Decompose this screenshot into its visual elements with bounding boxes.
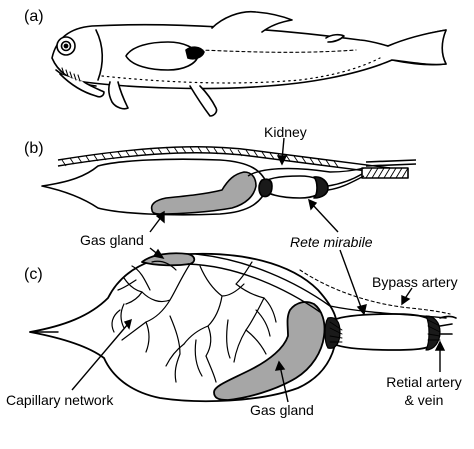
fish-opercle <box>95 29 104 81</box>
kidney-label: Kidney <box>264 124 307 140</box>
rete-c-leader <box>339 249 363 311</box>
rete-c-vessel-lines <box>329 319 441 343</box>
vessel-b-2 <box>327 175 365 191</box>
fish-illustration <box>51 10 447 117</box>
kidney-arrow <box>276 155 288 166</box>
gas-gland-b <box>150 171 257 215</box>
bypass-artery-outer <box>195 253 447 319</box>
gas-gland-c-leader <box>279 365 289 403</box>
capillary-arrow <box>123 318 132 330</box>
bypass-artery-label: Bypass artery <box>372 274 458 290</box>
capillary-network-label: Capillary network <box>6 392 114 408</box>
fish-lower-jaw <box>59 73 105 98</box>
gas-gland-c-label: Gas gland <box>250 402 314 418</box>
bypass-artery-dashed <box>299 269 451 315</box>
panel-b-bladder <box>41 146 417 216</box>
caudal-fin <box>387 29 447 66</box>
retial-arrow <box>434 340 446 351</box>
capillary-leader <box>71 323 129 391</box>
vessel-b-3 <box>247 167 365 177</box>
pectoral-fin <box>107 81 129 110</box>
retial-artery-label-line1: Retial artery <box>386 374 462 390</box>
rete-c-body <box>333 313 433 351</box>
duct-block <box>361 167 409 179</box>
gas-gland-c-arrow <box>274 360 286 371</box>
gas-gland-b-label: Gas gland <box>80 232 144 248</box>
pelvic-fin <box>189 85 218 117</box>
dorsal-fin <box>211 10 293 33</box>
rete-mirabile-label: Rete mirabile <box>290 234 373 250</box>
gas-gland-c-top-arrow <box>152 248 165 260</box>
panel-label-b: (b) <box>24 140 44 157</box>
bypass-arrow <box>401 294 411 306</box>
fish-photophore-row <box>101 57 381 84</box>
vessel-b-1 <box>327 173 363 187</box>
fish-lateral-line <box>199 49 357 53</box>
retial-vessel-1 <box>439 323 453 327</box>
gas-gland-b-arrow <box>155 210 165 224</box>
rete-c-left-cap <box>324 317 341 349</box>
adipose-fin <box>325 33 345 43</box>
panel-label-c: (c) <box>24 266 43 283</box>
leader-lines <box>71 137 446 403</box>
rete-b-leader <box>311 203 339 233</box>
rete-b-right-cap <box>313 176 329 199</box>
gas-gland-c-main <box>213 301 326 401</box>
rete-c-arrow <box>356 304 367 316</box>
rete-b-arrow <box>308 198 318 211</box>
kidney-band <box>57 146 391 169</box>
panel-label-a: (a) <box>24 8 44 25</box>
fish-eye-pupil <box>63 43 69 49</box>
fish-body <box>51 23 447 90</box>
capillary-network <box>111 260 277 383</box>
fish-teeth <box>61 67 81 82</box>
duct-tube <box>365 159 417 167</box>
retial-artery-label-line2: & vein <box>404 392 444 408</box>
panel-c-bladder <box>29 252 457 403</box>
bypass-artery-inner <box>187 263 321 313</box>
rete-b-left-cap <box>258 178 273 198</box>
